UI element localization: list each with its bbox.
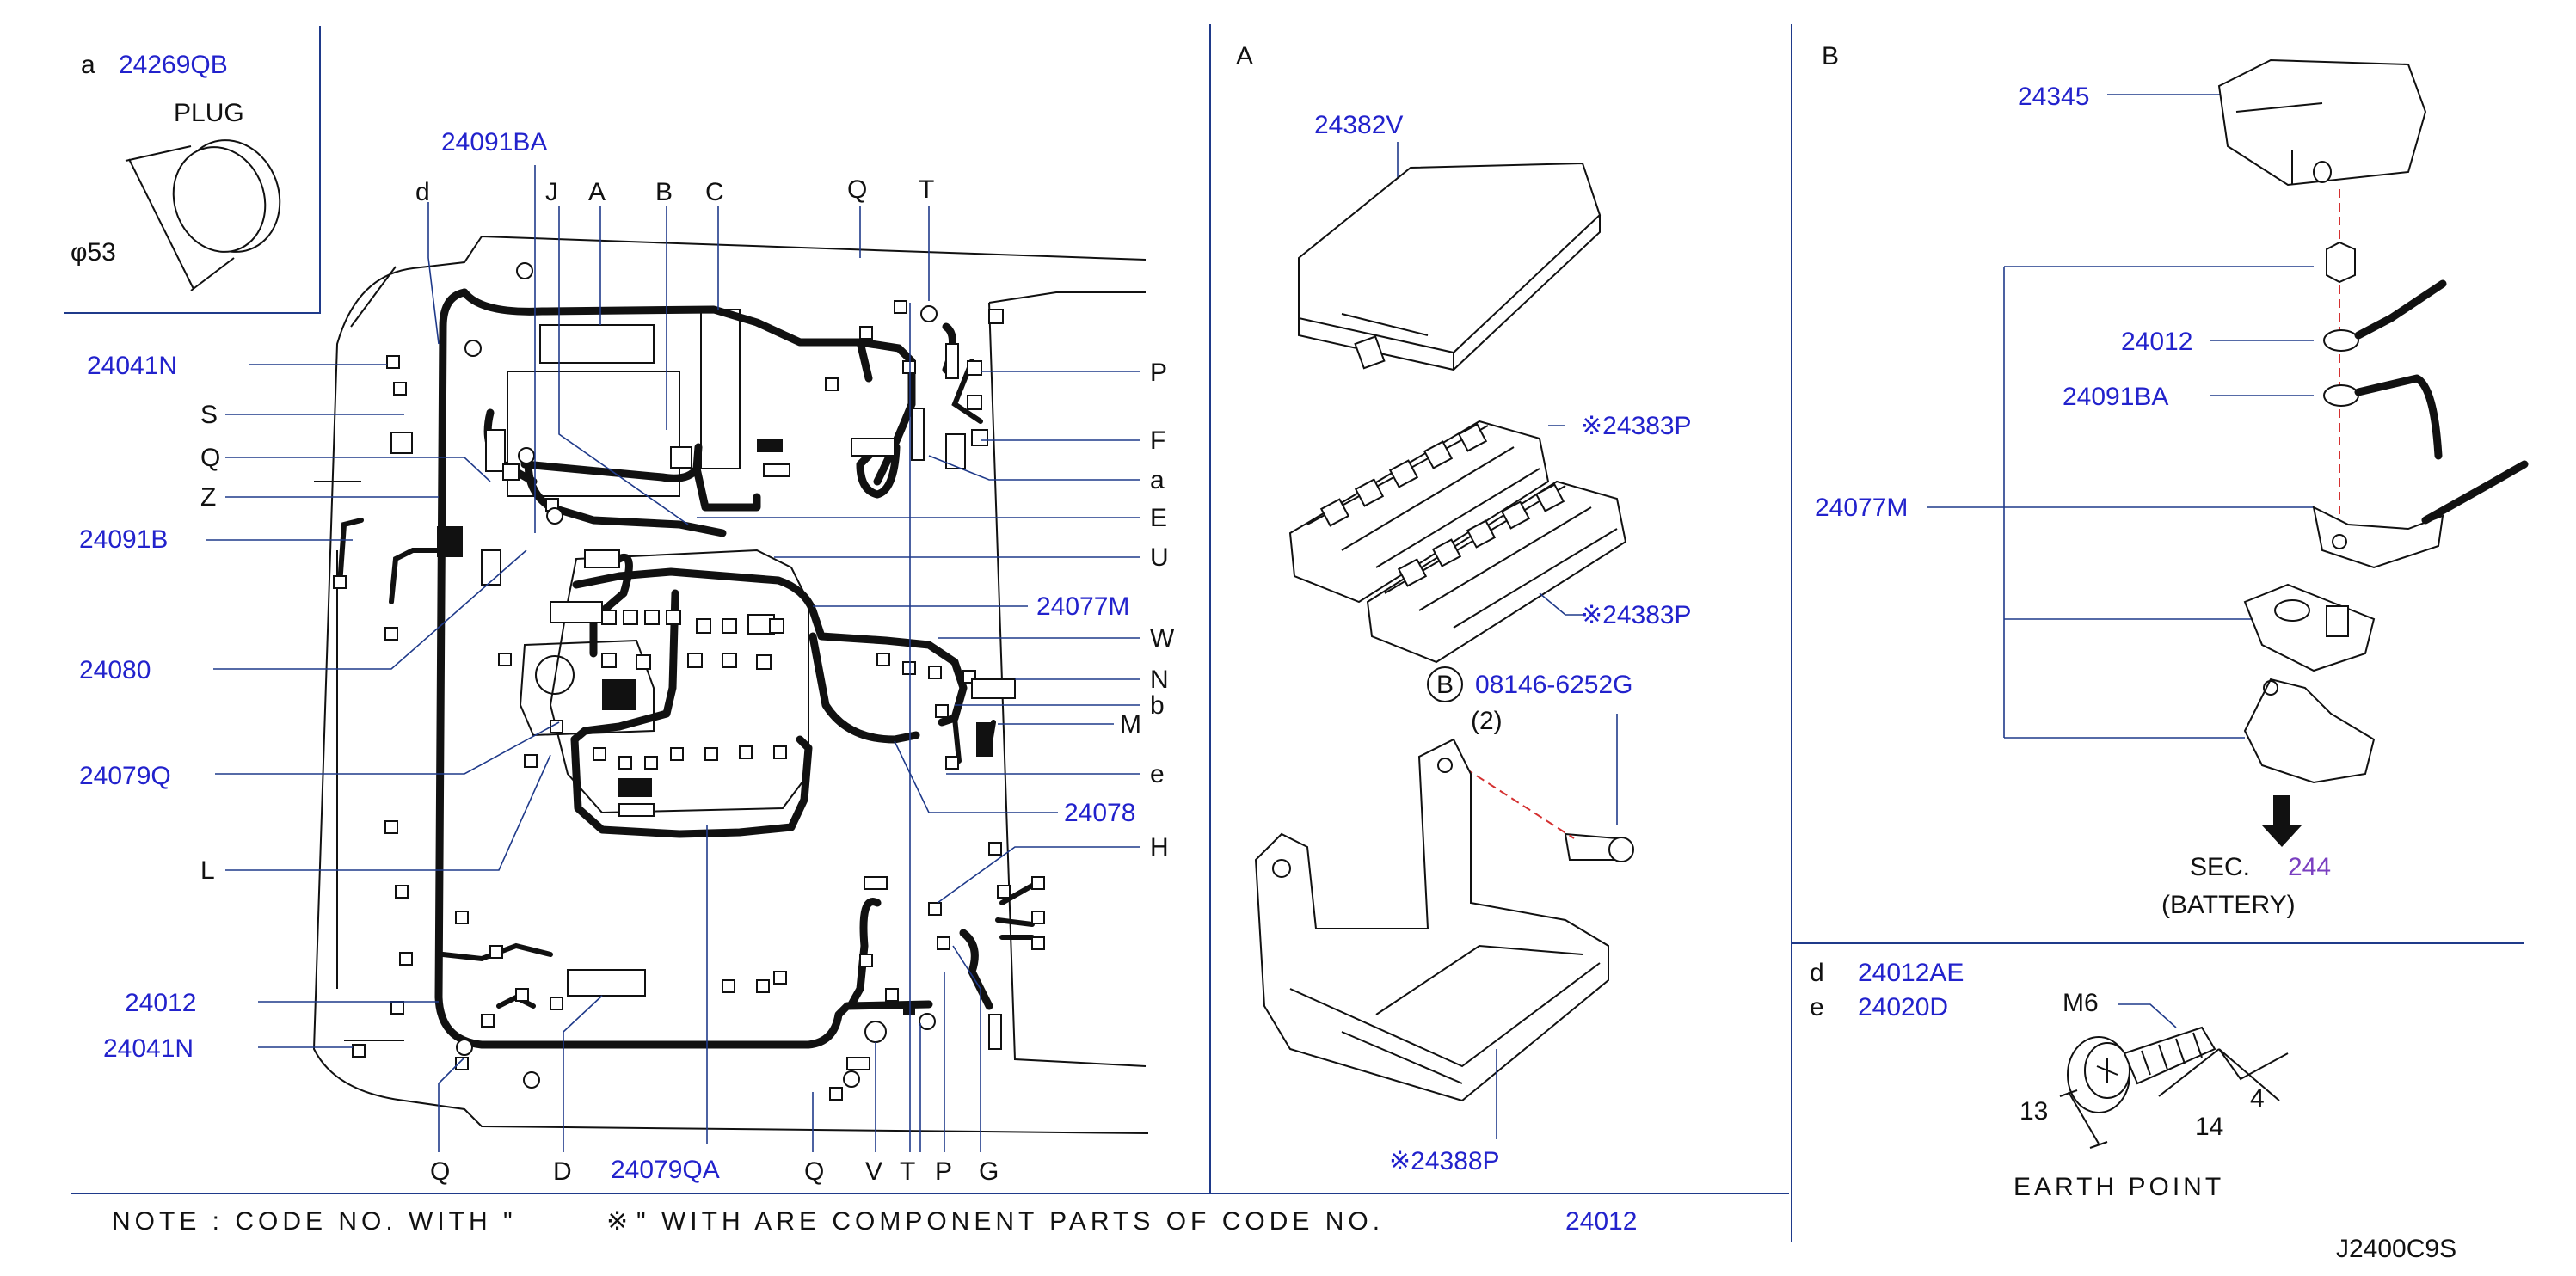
plug-inset: a 24269QB PLUG φ53: [71, 51, 281, 291]
letter-q-bottom-1: Q: [430, 1157, 450, 1186]
code-24012-left: 24012: [125, 989, 196, 1017]
letter-m: M: [1120, 710, 1141, 739]
battery-clamp: [2243, 583, 2376, 672]
letter-g: G: [979, 1157, 999, 1186]
code-24091b: 24091B: [79, 525, 168, 554]
cover-code: 24382V: [1314, 111, 1403, 139]
dim-14: 14: [2195, 1113, 2223, 1141]
battery-terminal-base: [2243, 678, 2376, 784]
letter-q-top: Q: [847, 175, 867, 204]
code-24041n-top: 24041N: [87, 352, 177, 380]
plug-dimension: φ53: [71, 238, 116, 267]
letter-u: U: [1150, 543, 1169, 572]
plug-label: PLUG: [174, 99, 244, 127]
letter-w: W: [1150, 624, 1175, 653]
plug-drawing: [125, 139, 281, 291]
note-line: NOTE : CODE NO. WITH " ※ " WITH ARE COMP…: [112, 1207, 1637, 1236]
plug-code: 24269QB: [119, 51, 228, 79]
ring-terminal-2: [2323, 374, 2443, 460]
code-24080: 24080: [79, 656, 151, 684]
letter-t-top: T: [919, 175, 934, 204]
letter-c: C: [705, 178, 724, 206]
arrow-down: [2262, 795, 2302, 847]
note-prefix: NOTE : CODE NO. WITH ": [112, 1207, 517, 1236]
code-24078: 24078: [1064, 799, 1135, 827]
letter-z: Z: [200, 483, 216, 512]
letter-e-lower: e: [1150, 760, 1165, 788]
fuse-box-cover: [1298, 162, 1602, 371]
note-symbol: ※: [606, 1207, 628, 1236]
letter-t-bottom: T: [900, 1157, 915, 1186]
detail-b: B 24345 24012 24091BA 24077M: [1815, 42, 2529, 919]
letter-p-bottom: P: [935, 1157, 952, 1186]
letter-q-bottom-2: Q: [804, 1157, 824, 1186]
note-code: 24012: [1565, 1207, 1637, 1236]
earth-d-letter: d: [1810, 959, 1824, 987]
letter-a-right: a: [1150, 466, 1165, 494]
letter-q-left: Q: [200, 444, 220, 472]
letter-d-bottom: D: [553, 1157, 572, 1186]
fuse-block-2: [1366, 480, 1627, 664]
fuse-bracket: [1254, 738, 1609, 1102]
code-24079q: 24079Q: [79, 762, 171, 790]
bolt-qty: (2): [1471, 707, 1503, 735]
code-24041n-bottom: 24041N: [103, 1034, 194, 1063]
detail-a-title: A: [1236, 42, 1253, 71]
note-middle: " WITH ARE COMPONENT PARTS OF CODE NO.: [636, 1207, 1384, 1236]
detail-a: A 24382V: [1236, 42, 1692, 1175]
sec-number: 244: [2288, 853, 2331, 881]
earth-point: d 24012AE e 24020D M6 13 14 4 EARTH POIN…: [1810, 959, 2289, 1201]
bolt: [1564, 832, 1634, 862]
letter-j: J: [545, 178, 558, 206]
letter-s: S: [200, 401, 218, 429]
bolt-ref-letter: B: [1436, 671, 1454, 699]
frame-lines: [64, 24, 2524, 1242]
bracket-code: ※24388P: [1389, 1147, 1500, 1175]
block-code-2: ※24383P: [1581, 601, 1692, 629]
battery-label: (BATTERY): [2161, 891, 2296, 919]
terminal-cover: [2217, 58, 2427, 187]
b-code-24077m: 24077M: [1815, 494, 1908, 522]
dim-4: 4: [2250, 1084, 2265, 1113]
earth-e-letter: e: [1810, 993, 1824, 1021]
code-24091ba: 24091BA: [441, 128, 547, 156]
letter-b-right: b: [1150, 691, 1165, 720]
letter-a: A: [588, 178, 606, 206]
detail-b-title: B: [1822, 42, 1839, 71]
earth-point-label: EARTH POINT: [2013, 1173, 2224, 1201]
plug-letter: a: [81, 51, 95, 79]
main-harness-diagram: 24091BA d J A B C Q T 24041N S Q Z 24091…: [79, 128, 1175, 1186]
bolt-ref-circle: [1427, 666, 1463, 702]
block-code-1: ※24383P: [1581, 412, 1692, 440]
fuse-block-1: [1288, 420, 1550, 604]
b-code-24012: 24012: [2121, 328, 2192, 356]
letter-l: L: [200, 856, 215, 885]
letter-p-right: P: [1150, 359, 1167, 387]
letter-b: B: [655, 178, 673, 206]
thread-size: M6: [2063, 989, 2099, 1017]
code-24079qa: 24079QA: [611, 1156, 720, 1184]
main-labels: 24091BA d J A B C Q T 24041N S Q Z 24091…: [79, 128, 1175, 1186]
letter-v: V: [865, 1157, 882, 1186]
sec-label: SEC.: [2190, 853, 2250, 881]
letter-e-upper: E: [1150, 504, 1167, 532]
earth-d-code: 24012AE: [1858, 959, 1964, 987]
letter-n: N: [1150, 666, 1169, 694]
dim-13: 13: [2020, 1097, 2048, 1126]
fusible-link-bracket: [2312, 460, 2529, 569]
bolt-code: 08146-6252G: [1475, 671, 1633, 699]
b-code-24091ba: 24091BA: [2063, 383, 2168, 411]
letter-h: H: [1150, 833, 1169, 862]
earth-e-code: 24020D: [1858, 993, 1948, 1021]
ring-terminal-1: [2323, 279, 2447, 352]
battery-nut: [2326, 241, 2356, 284]
drawing-id: J2400C9S: [2336, 1235, 2456, 1263]
letter-d: d: [415, 178, 430, 206]
b-code-24345: 24345: [2018, 83, 2089, 111]
code-24077m-main: 24077M: [1036, 592, 1129, 621]
earth-bolt: [2067, 1026, 2216, 1113]
leader-lines: [206, 165, 1140, 1152]
letter-f: F: [1150, 426, 1165, 455]
